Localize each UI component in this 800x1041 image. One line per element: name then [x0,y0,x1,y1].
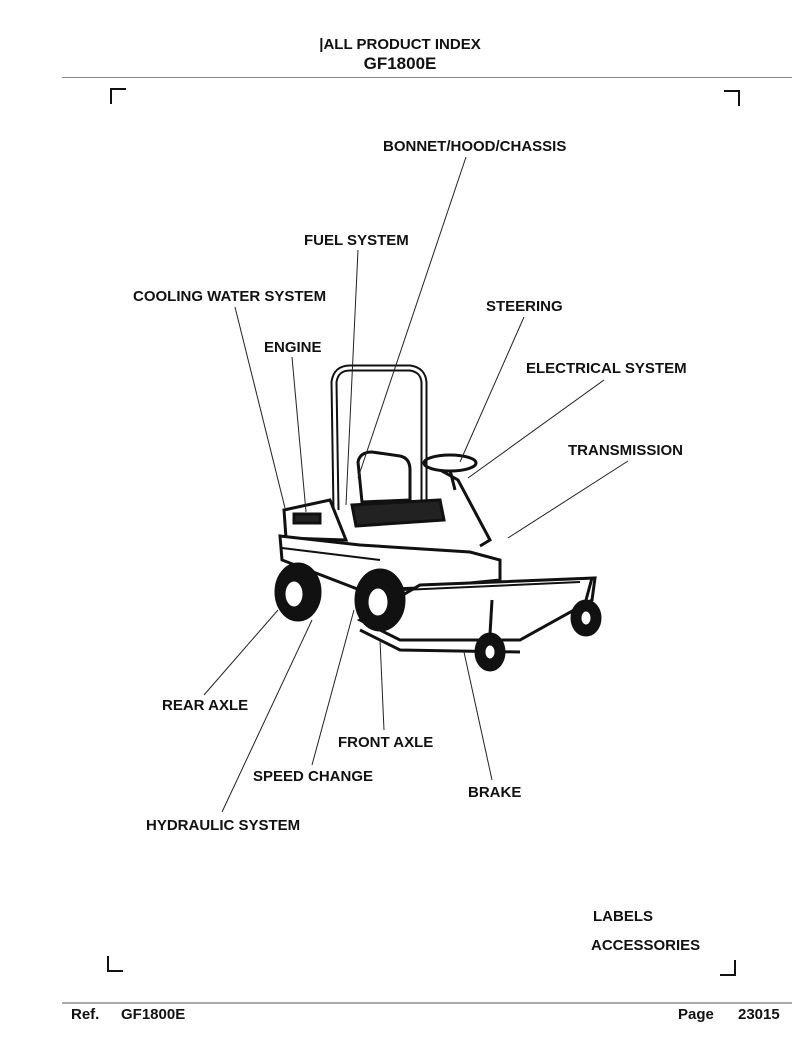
callout-hydraulic-system[interactable]: HYDRAULIC SYSTEM [146,817,301,834]
corner-mark-bottom-right [720,960,736,976]
ref-model: GF1800E [121,1006,186,1023]
callout-front-axle[interactable]: FRONT AXLE [338,734,434,751]
model-title: GF1800E [363,54,437,73]
leader-transmission [507,460,629,539]
callout-labels[interactable]: LABELS [593,908,653,925]
page-label: Page [678,1006,714,1023]
callout-bonnet-hood-chassis[interactable]: BONNET/HOOD/CHASSIS [383,138,567,155]
header-rule [62,77,792,78]
callout-steering[interactable]: STEERING [486,298,563,315]
ref-label: Ref. [71,1006,100,1023]
leader-engine [291,356,307,513]
corner-mark-top-left [110,88,126,104]
callout-rear-axle[interactable]: REAR AXLE [162,697,249,714]
mower-illustration [274,364,602,672]
corner-mark-top-right [724,90,740,106]
callout-cooling-water-system[interactable]: COOLING WATER SYSTEM [133,288,327,305]
leader-fuel [345,249,359,506]
leader-lines [203,156,629,813]
leader-rear-axle [203,609,279,696]
leader-bonnet [357,156,467,479]
leader-speed-change [311,609,355,766]
callout-brake[interactable]: BRAKE [468,784,522,801]
leader-front-axle [379,639,385,731]
footer-rule [62,1002,792,1004]
leader-electrical [467,379,605,479]
callout-electrical-system[interactable]: ELECTRICAL SYSTEM [526,360,687,377]
callout-fuel-system[interactable]: FUEL SYSTEM [304,232,409,249]
callout-transmission[interactable]: TRANSMISSION [568,442,684,459]
leader-brake [463,651,493,781]
index-title: |ALL PRODUCT INDEX [319,36,481,53]
corner-mark-bottom-left [107,956,123,972]
page-number: 23015 [738,1006,780,1023]
leader-cooling [234,306,286,509]
callout-accessories[interactable]: ACCESSORIES [591,937,701,954]
callout-speed-change[interactable]: SPEED CHANGE [253,768,374,785]
callout-engine[interactable]: ENGINE [264,339,322,356]
leader-steering [459,316,525,463]
leader-hydraulic [221,619,313,813]
